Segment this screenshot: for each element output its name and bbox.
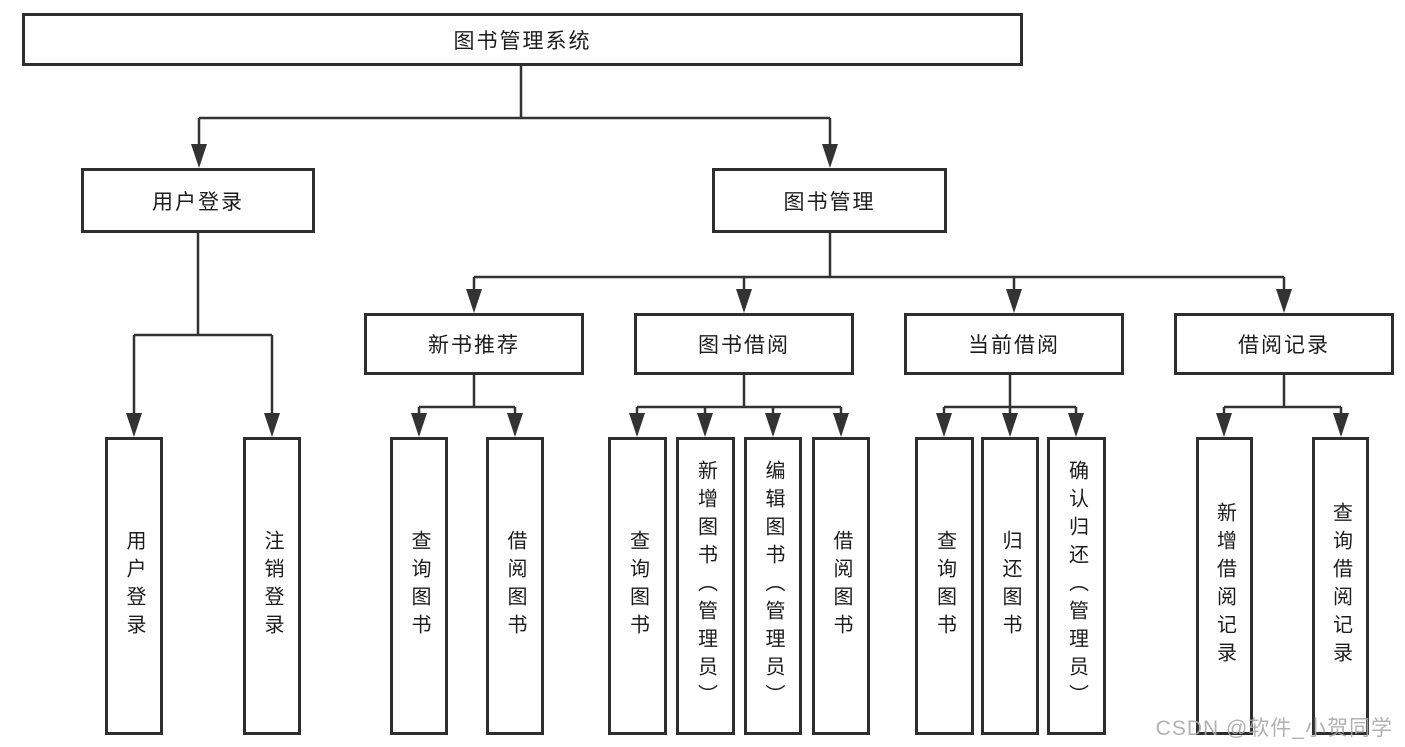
leaf-query-books-current: 查询图书 [915,437,974,735]
connector-edges [132,66,1343,421]
leaf-user-login: 用户登录 [105,437,163,735]
node-book-management-system: 图书管理系统 [22,13,1023,66]
node-user-login: 用户登录 [81,168,315,233]
arrow-down-icons [126,144,1349,437]
leaf-return-books: 归还图书 [981,437,1039,735]
leaf-edit-books-admin: 编辑图书（管理员） [744,437,802,735]
node-book-management: 图书管理 [712,168,947,233]
node-borrow-records: 借阅记录 [1174,313,1394,375]
leaf-query-books-borrow: 查询图书 [608,437,667,735]
csdn-watermark: CSDN @软件_小贺同学 [1155,717,1393,740]
node-current-borrow: 当前借阅 [904,313,1124,375]
node-new-book-recommend: 新书推荐 [364,313,584,375]
node-book-borrow: 图书借阅 [634,313,854,375]
leaf-add-books-admin: 新增图书（管理员） [676,437,735,735]
leaf-borrow-books: 借阅图书 [812,437,870,735]
leaf-logout: 注销登录 [243,437,301,735]
leaf-add-borrow-record: 新增借阅记录 [1196,437,1253,735]
leaf-query-borrow-record: 查询借阅记录 [1312,437,1369,735]
leaf-confirm-return-admin: 确认归还（管理员） [1047,437,1106,735]
leaf-borrow-books-recommend: 借阅图书 [486,437,544,735]
leaf-query-books-recommend: 查询图书 [390,437,448,735]
